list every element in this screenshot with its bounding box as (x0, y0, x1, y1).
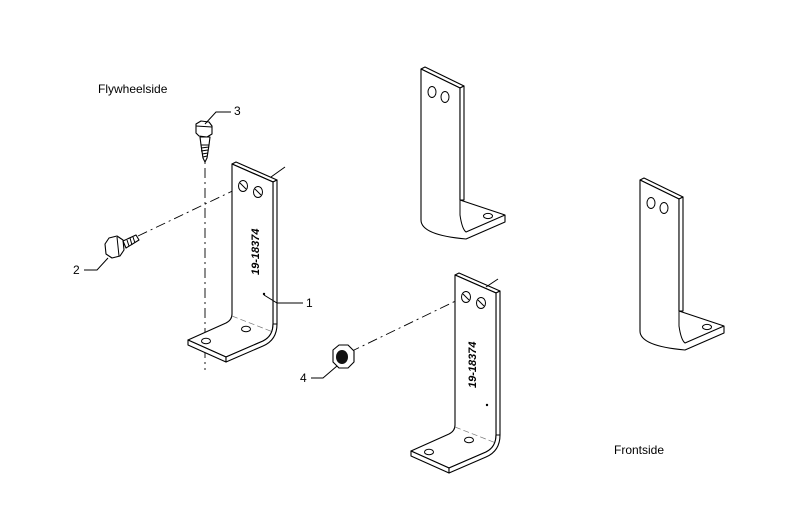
bolt-centerline (137, 185, 244, 237)
bolt-part-2 (104, 234, 140, 259)
nut-centerline (349, 295, 467, 353)
bracket-part-1 (187, 161, 278, 363)
callout-4-leader (311, 365, 338, 379)
lag-screw-part-3 (195, 120, 213, 163)
callout-3-leader (204, 111, 231, 125)
front-side-label: Frontside (614, 443, 664, 457)
callout-4: 4 (300, 371, 307, 385)
part-number-marking: 19-18374 (250, 229, 262, 276)
callout-1: 1 (306, 296, 313, 310)
bracket-view-top (420, 66, 506, 240)
callout-1-leader (263, 294, 303, 304)
callout-3: 3 (234, 104, 241, 118)
bracket-view-frontside (639, 177, 725, 351)
bracket-part-1-frontside (410, 272, 501, 474)
flywheel-side-label: Flywheelside (98, 82, 168, 96)
callout-2: 2 (73, 263, 80, 277)
part-number-marking-2: 19-18374 (467, 342, 479, 389)
callout-2-leader (84, 257, 109, 271)
nut-part-4 (332, 344, 355, 369)
